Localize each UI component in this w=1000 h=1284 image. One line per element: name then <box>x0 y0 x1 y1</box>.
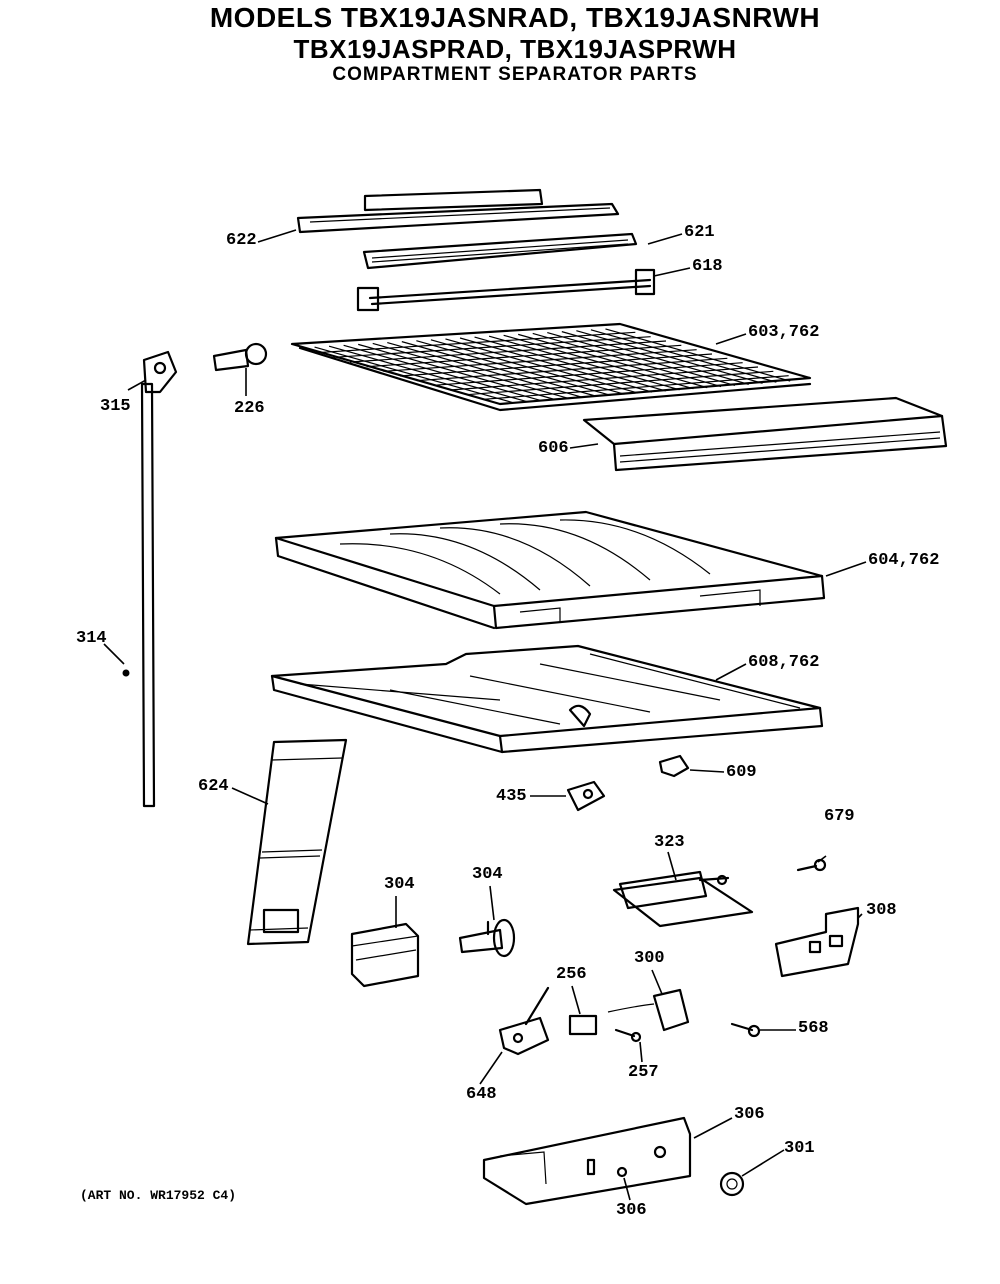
callout-226: 226 <box>234 399 265 418</box>
callout-256: 256 <box>556 965 587 984</box>
part-624-panel <box>246 738 348 946</box>
callout-314: 314 <box>76 629 107 648</box>
part-679-screw <box>796 858 827 872</box>
callout-609: 609 <box>726 763 757 782</box>
part-323-housing <box>612 870 754 928</box>
part-304-control-box <box>350 922 420 988</box>
callout-304-knob: 304 <box>472 865 503 884</box>
callout-306-top: 306 <box>734 1105 765 1124</box>
callout-315: 315 <box>100 397 131 416</box>
callout-648: 648 <box>466 1085 497 1104</box>
callout-621: 621 <box>684 223 715 242</box>
callout-300: 300 <box>634 949 665 968</box>
part-314-315-support <box>122 350 178 808</box>
callout-435: 435 <box>496 787 527 806</box>
part-256-connector <box>568 1014 598 1036</box>
callout-606: 606 <box>538 439 569 458</box>
diagram-title: MODELS TBX19JASNRAD, TBX19JASNRWH <box>209 2 821 33</box>
callout-603-762: 603,762 <box>748 323 820 342</box>
callout-622: 622 <box>226 231 257 250</box>
part-435-clip <box>566 780 606 812</box>
leader-lines <box>103 229 867 1201</box>
diagram-subtitle-models: TBX19JASPRAD, TBX19JASPRWH <box>293 34 737 64</box>
callout-301: 301 <box>784 1139 815 1158</box>
callout-306-bottom: 306 <box>616 1201 647 1220</box>
part-618-rod <box>356 268 656 312</box>
callout-568: 568 <box>798 1019 829 1038</box>
part-306-housing <box>482 1116 692 1206</box>
part-648-thermostat <box>498 986 550 1056</box>
part-604-separator <box>274 510 826 630</box>
callout-618: 618 <box>692 257 723 276</box>
part-304-knob <box>458 918 516 958</box>
part-609-clip <box>658 754 690 778</box>
callout-257: 257 <box>628 1063 659 1082</box>
callout-679: 679 <box>824 807 855 826</box>
callout-608-762: 608,762 <box>748 653 820 672</box>
part-308-bracket <box>774 906 860 978</box>
part-606-front-rail <box>582 396 948 472</box>
diagram-subtitle-section: COMPARTMENT SEPARATOR PARTS <box>332 64 698 85</box>
part-226-pivot <box>212 342 268 372</box>
part-608-separator <box>270 644 824 754</box>
callout-604-762: 604,762 <box>868 551 940 570</box>
part-301-knob <box>719 1171 745 1197</box>
callout-624: 624 <box>198 777 229 796</box>
art-number: (ART NO. WR17952 C4) <box>80 1188 237 1203</box>
callout-304-box: 304 <box>384 875 415 894</box>
part-621-rail <box>362 232 638 270</box>
callout-323: 323 <box>654 833 685 852</box>
part-603-wire-shelf <box>290 322 812 412</box>
part-300-switch <box>607 988 690 1032</box>
part-257-screw <box>614 1028 642 1043</box>
part-568-screw <box>730 1022 761 1038</box>
callout-308: 308 <box>866 901 897 920</box>
part-622-cover <box>296 188 620 234</box>
